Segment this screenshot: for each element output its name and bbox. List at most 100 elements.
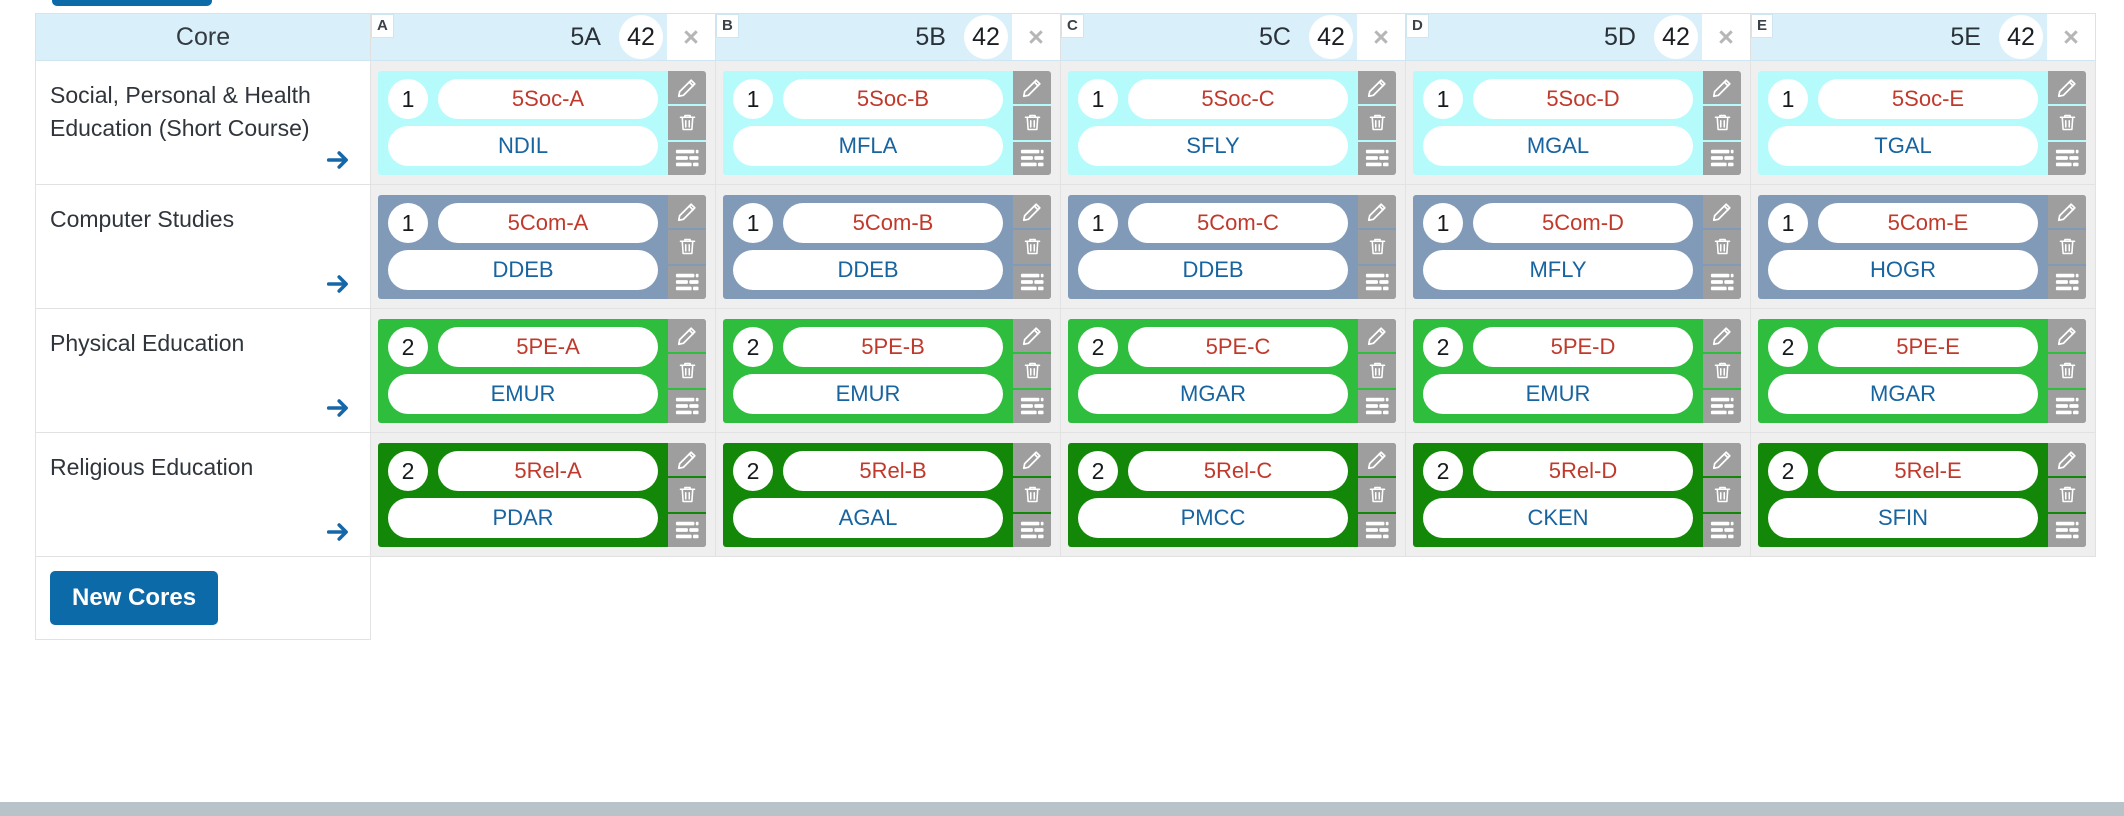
teacher-code-pill[interactable]: MGAL — [1423, 126, 1693, 166]
trash-icon[interactable] — [1703, 106, 1741, 140]
trash-icon[interactable] — [2048, 478, 2086, 512]
pencil-icon[interactable] — [1703, 71, 1741, 105]
class-code-pill[interactable]: 5Rel-C — [1128, 451, 1348, 491]
trash-icon[interactable] — [1703, 230, 1741, 264]
trash-icon[interactable] — [1013, 354, 1051, 388]
class-code-pill[interactable]: 5Soc-E — [1818, 79, 2038, 119]
list-lines-icon[interactable] — [2048, 141, 2086, 175]
teacher-code-pill[interactable]: MFLY — [1423, 250, 1693, 290]
class-code-pill[interactable]: 5Soc-A — [438, 79, 658, 119]
list-lines-icon[interactable] — [1013, 265, 1051, 299]
trash-icon[interactable] — [1013, 230, 1051, 264]
class-code-pill[interactable]: 5PE-E — [1818, 327, 2038, 367]
pencil-icon[interactable] — [668, 71, 706, 105]
trash-icon[interactable] — [1358, 106, 1396, 140]
trash-icon[interactable] — [1703, 478, 1741, 512]
list-lines-icon[interactable] — [668, 265, 706, 299]
teacher-code-pill[interactable]: TGAL — [1768, 126, 2038, 166]
pencil-icon[interactable] — [1703, 443, 1741, 477]
pencil-icon[interactable] — [1013, 443, 1051, 477]
list-lines-icon[interactable] — [1013, 389, 1051, 423]
class-code-pill[interactable]: 5Com-C — [1128, 203, 1348, 243]
teacher-code-pill[interactable]: PDAR — [388, 498, 658, 538]
trash-icon[interactable] — [1013, 478, 1051, 512]
trash-icon[interactable] — [1013, 106, 1051, 140]
class-code-pill[interactable]: 5Rel-A — [438, 451, 658, 491]
trash-icon[interactable] — [668, 230, 706, 264]
close-icon[interactable]: × — [1702, 14, 1750, 60]
pencil-icon[interactable] — [2048, 195, 2086, 229]
list-lines-icon[interactable] — [1013, 141, 1051, 175]
teacher-code-pill[interactable]: DDEB — [388, 250, 658, 290]
trash-icon[interactable] — [668, 478, 706, 512]
trash-icon[interactable] — [668, 106, 706, 140]
class-code-pill[interactable]: 5Soc-D — [1473, 79, 1693, 119]
list-lines-icon[interactable] — [2048, 265, 2086, 299]
arrow-right-icon[interactable] — [324, 270, 352, 298]
trash-icon[interactable] — [2048, 230, 2086, 264]
class-code-pill[interactable]: 5Com-B — [783, 203, 1003, 243]
list-lines-icon[interactable] — [1703, 141, 1741, 175]
list-lines-icon[interactable] — [1703, 513, 1741, 547]
close-icon[interactable]: × — [2047, 14, 2095, 60]
pencil-icon[interactable] — [1013, 319, 1051, 353]
list-lines-icon[interactable] — [2048, 389, 2086, 423]
list-lines-icon[interactable] — [668, 389, 706, 423]
trash-icon[interactable] — [1358, 354, 1396, 388]
arrow-right-icon[interactable] — [324, 394, 352, 422]
list-lines-icon[interactable] — [1703, 265, 1741, 299]
class-code-pill[interactable]: 5PE-B — [783, 327, 1003, 367]
pencil-icon[interactable] — [2048, 319, 2086, 353]
class-code-pill[interactable]: 5Rel-E — [1818, 451, 2038, 491]
pencil-icon[interactable] — [668, 443, 706, 477]
teacher-code-pill[interactable]: MGAR — [1078, 374, 1348, 414]
pencil-icon[interactable] — [1358, 319, 1396, 353]
teacher-code-pill[interactable]: EMUR — [733, 374, 1003, 414]
list-lines-icon[interactable] — [1358, 389, 1396, 423]
trash-icon[interactable] — [668, 354, 706, 388]
pencil-icon[interactable] — [1703, 319, 1741, 353]
class-code-pill[interactable]: 5Com-D — [1473, 203, 1693, 243]
teacher-code-pill[interactable]: NDIL — [388, 126, 658, 166]
arrow-right-icon[interactable] — [324, 146, 352, 174]
list-lines-icon[interactable] — [1358, 265, 1396, 299]
teacher-code-pill[interactable]: MFLA — [733, 126, 1003, 166]
list-lines-icon[interactable] — [2048, 513, 2086, 547]
teacher-code-pill[interactable]: CKEN — [1423, 498, 1693, 538]
new-cores-button[interactable]: New Cores — [50, 571, 219, 625]
class-code-pill[interactable]: 5Soc-B — [783, 79, 1003, 119]
teacher-code-pill[interactable]: EMUR — [388, 374, 658, 414]
list-lines-icon[interactable] — [1358, 513, 1396, 547]
close-icon[interactable]: × — [1357, 14, 1405, 60]
trash-icon[interactable] — [1703, 354, 1741, 388]
pencil-icon[interactable] — [2048, 443, 2086, 477]
close-icon[interactable]: × — [1012, 14, 1060, 60]
teacher-code-pill[interactable]: PMCC — [1078, 498, 1348, 538]
pencil-icon[interactable] — [1013, 71, 1051, 105]
class-code-pill[interactable]: 5Soc-C — [1128, 79, 1348, 119]
class-code-pill[interactable]: 5Rel-B — [783, 451, 1003, 491]
pencil-icon[interactable] — [1703, 195, 1741, 229]
trash-icon[interactable] — [2048, 106, 2086, 140]
pencil-icon[interactable] — [1358, 195, 1396, 229]
teacher-code-pill[interactable]: EMUR — [1423, 374, 1693, 414]
teacher-code-pill[interactable]: DDEB — [1078, 250, 1348, 290]
close-icon[interactable]: × — [667, 14, 715, 60]
teacher-code-pill[interactable]: SFLY — [1078, 126, 1348, 166]
trash-icon[interactable] — [2048, 354, 2086, 388]
class-code-pill[interactable]: 5PE-D — [1473, 327, 1693, 367]
class-code-pill[interactable]: 5PE-A — [438, 327, 658, 367]
